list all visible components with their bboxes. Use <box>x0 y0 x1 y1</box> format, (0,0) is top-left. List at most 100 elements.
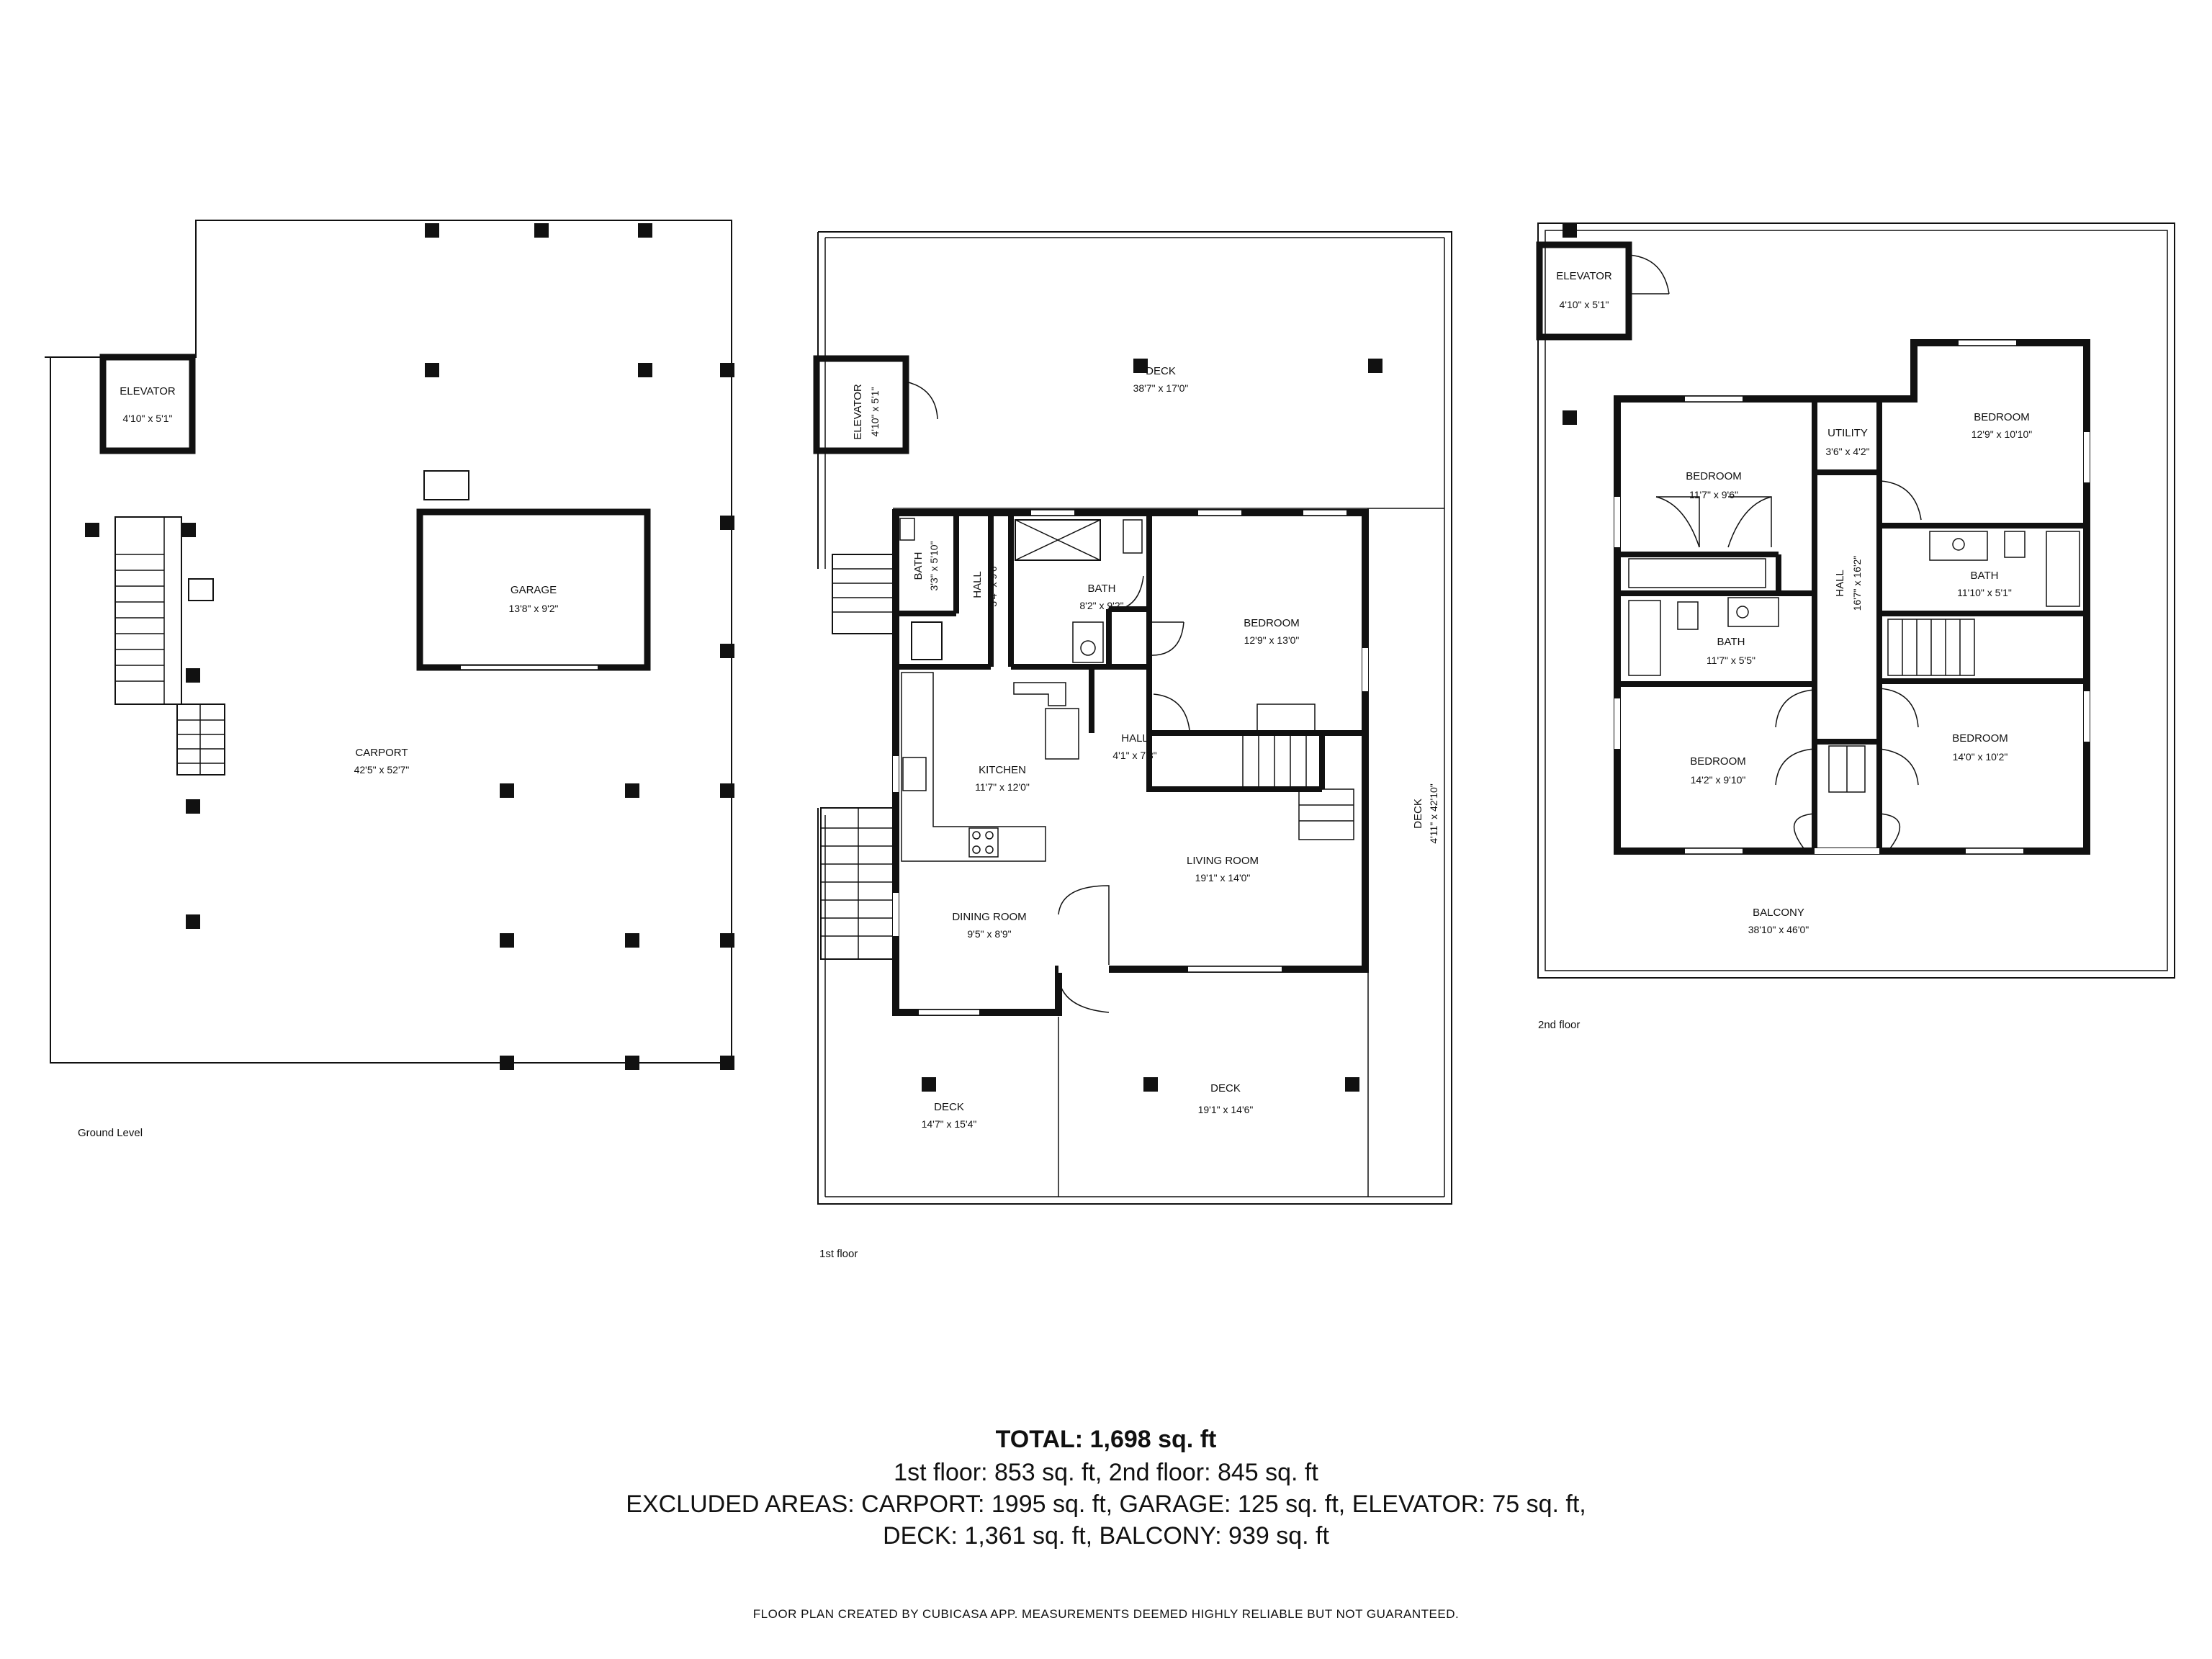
support-post <box>425 223 439 238</box>
support-post <box>720 644 734 658</box>
support-post <box>1345 1077 1359 1092</box>
garage-name: GARAGE <box>511 584 557 596</box>
support-post <box>625 783 639 798</box>
support-post <box>500 1056 514 1070</box>
balcony-dim: 38'10" x 46'0" <box>1748 924 1809 935</box>
second-bedroom-tr-name: BEDROOM <box>1974 411 2030 423</box>
floor-areas-line: 1st floor: 853 sq. ft, 2nd floor: 845 sq… <box>894 1459 1318 1486</box>
support-post <box>186 668 200 683</box>
ground-lower-stair <box>176 703 225 775</box>
utility-dim: 3'6" x 4'2" <box>1825 446 1869 457</box>
ground-level-plan <box>45 220 732 1064</box>
total-value: 1,698 sq. ft <box>1089 1426 1217 1453</box>
first-hall-small-name: HALL <box>971 571 984 598</box>
support-post <box>85 523 99 537</box>
living-room-name: LIVING ROOM <box>1187 855 1259 867</box>
second-bedroom-br-name: BEDROOM <box>1952 732 2008 745</box>
kitchen-counter <box>901 672 1046 862</box>
first-interior-walls <box>896 513 1365 792</box>
support-post <box>1563 223 1577 238</box>
garage-utility-box <box>423 470 469 500</box>
support-post <box>186 799 200 814</box>
second-interior-walls <box>1617 399 2087 851</box>
second-hall-name: HALL <box>1834 570 1846 597</box>
support-post <box>625 1056 639 1070</box>
support-post <box>720 783 734 798</box>
second-bath-r-name: BATH <box>1971 570 1999 582</box>
second-house-exterior <box>1614 339 2090 855</box>
second-floor-label: 2nd floor <box>1538 1019 1580 1031</box>
first-deck-bl-name: DECK <box>934 1101 964 1113</box>
balcony-outline <box>1537 222 2175 979</box>
ground-level-label: Ground Level <box>78 1127 143 1139</box>
support-post <box>1133 359 1148 373</box>
first-elevator-name: ELEVATOR <box>852 384 864 440</box>
second-elevator-dim: 4'10" x 5'1" <box>1560 299 1609 310</box>
first-deck-right-name: DECK <box>1412 799 1424 829</box>
support-post <box>1368 359 1382 373</box>
support-post <box>720 363 734 377</box>
first-bath-dim: 8'2" x 9'2" <box>1079 600 1123 611</box>
balcony-name: BALCONY <box>1753 907 1804 919</box>
second-bath-l-dim: 11'7" x 5'5" <box>1707 655 1755 666</box>
first-deck-outline <box>817 231 1452 1205</box>
first-bath-name: BATH <box>1088 583 1116 595</box>
first-bath-small-name: BATH <box>912 552 925 580</box>
second-bedroom-bl-dim: 14'2" x 9'10" <box>1691 774 1746 786</box>
support-post <box>186 914 200 929</box>
first-floor-label: 1st floor <box>819 1248 858 1260</box>
carport-outline <box>50 220 732 1064</box>
utility-name: UTILITY <box>1827 427 1868 439</box>
total-label: TOTAL: <box>995 1426 1084 1453</box>
second-bedroom-br-dim: 14'0" x 10'2" <box>1953 751 2008 763</box>
dining-room-dim: 9'5" x 8'9" <box>967 928 1011 940</box>
second-bedroom-tl-dim: 11'7" x 9'6" <box>1689 489 1738 500</box>
kitchen-dim: 11'7" x 12'0" <box>975 781 1030 793</box>
support-post <box>500 783 514 798</box>
ground-stair-treads <box>115 517 165 704</box>
second-elevator-walls <box>1536 241 1632 341</box>
ground-elevator-name: ELEVATOR <box>120 385 176 397</box>
first-deck-br-name: DECK <box>1210 1082 1241 1094</box>
kitchen-name: KITCHEN <box>979 764 1026 776</box>
second-bedroom-bl-name: BEDROOM <box>1690 755 1746 768</box>
first-bedroom-name: BEDROOM <box>1244 617 1300 629</box>
support-post <box>1143 1077 1158 1092</box>
support-post <box>534 223 549 238</box>
excluded-areas-line: EXCLUDED AREAS: CARPORT: 1995 sq. ft, GA… <box>626 1491 1586 1518</box>
first-house-exterior <box>892 509 1369 1016</box>
first-deck-bl-dim: 14'7" x 15'4" <box>922 1118 977 1130</box>
support-post <box>720 1056 734 1070</box>
first-hall-dim: 4'1" x 7'8" <box>1112 750 1156 761</box>
first-elevator-dim: 4'10" x 5'1" <box>869 387 881 436</box>
total-area: TOTAL: 1,698 sq. ft <box>0 1422 2212 1457</box>
carport-dim: 42'5" x 52'7" <box>354 764 410 775</box>
first-hall-name: HALL <box>1121 732 1148 745</box>
ground-sink <box>188 578 214 601</box>
carport-name: CARPORT <box>355 747 408 759</box>
garage-dim: 13'8" x 9'2" <box>509 603 559 614</box>
support-posts <box>85 223 1577 1092</box>
second-floor-plan <box>1536 222 2175 979</box>
support-post <box>638 363 652 377</box>
support-post <box>638 223 652 238</box>
second-bedroom-tr-dim: 12'9" x 10'10" <box>1972 428 2033 440</box>
first-hall-small-dim: 3'4" x 9'6" <box>987 562 999 606</box>
disclaimer: FLOOR PLAN CREATED BY CUBICASA APP. MEAS… <box>752 1607 1460 1621</box>
support-post <box>625 933 639 948</box>
deck-balcony-line: DECK: 1,361 sq. ft, BALCONY: 939 sq. ft <box>883 1522 1329 1550</box>
support-post <box>720 516 734 530</box>
support-post <box>1563 410 1577 425</box>
second-bedroom-tl-name: BEDROOM <box>1686 470 1742 482</box>
support-post <box>425 363 439 377</box>
area-summary: TOTAL: 1,698 sq. ft 1st floor: 853 sq. f… <box>0 1422 2212 1552</box>
support-post <box>720 933 734 948</box>
first-floor-plan <box>813 231 1452 1205</box>
dining-room-name: DINING ROOM <box>952 911 1026 923</box>
first-deck-right-dim: 4'11" x 42'10" <box>1428 783 1439 844</box>
first-deck-br-dim: 19'1" x 14'6" <box>1198 1104 1254 1115</box>
first-deck-top-name: DECK <box>1146 365 1176 377</box>
second-bath-r-dim: 11'10" x 5'1" <box>1957 587 2012 598</box>
living-room-dim: 19'1" x 14'0" <box>1195 872 1251 884</box>
